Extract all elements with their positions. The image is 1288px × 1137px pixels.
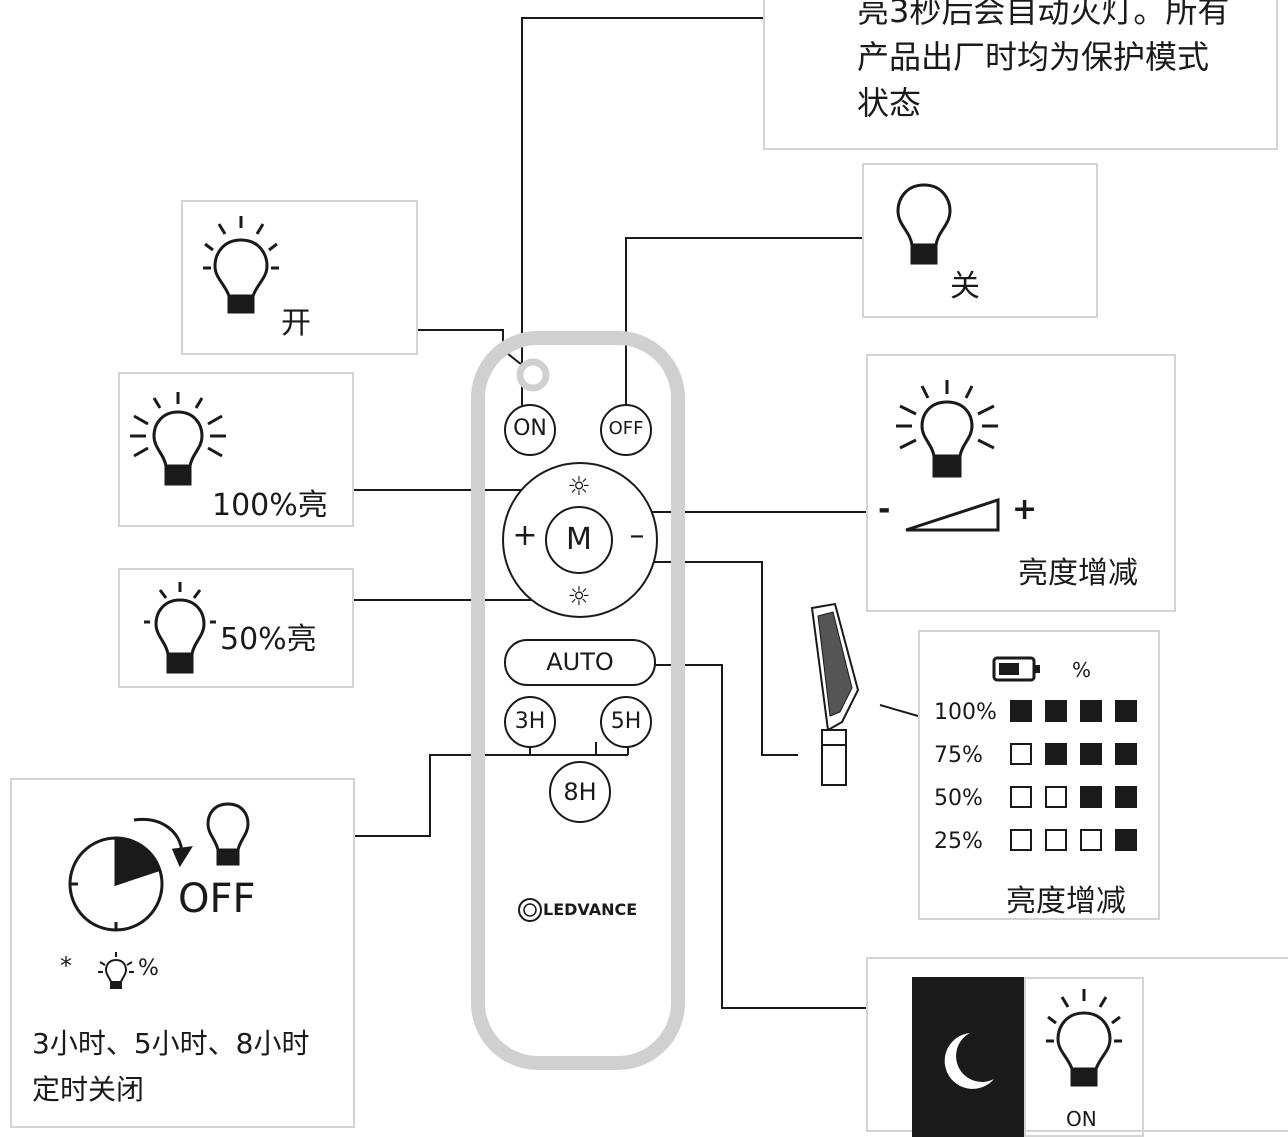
full-brightness-panel: 100%亮: [118, 372, 354, 527]
brightness-cell: [1080, 829, 1102, 851]
brightness-cell: [1115, 829, 1137, 851]
half-brightness-label: 50%亮: [220, 622, 317, 657]
street-lamp-icon: [810, 602, 860, 786]
bulb-on-icon: [203, 216, 279, 314]
brightness-cell: [1115, 700, 1137, 722]
brightness-up-button[interactable]: ☼: [567, 472, 591, 502]
brightness-row-label: 25%: [934, 829, 983, 854]
full-brightness-label: 100%亮: [212, 488, 328, 523]
brightness-cell: [1045, 743, 1067, 765]
brightness-cell: [1080, 743, 1102, 765]
auto-panel: ON: [866, 957, 1288, 1137]
small-bulb-icon: [98, 952, 134, 989]
off-panel: 关: [862, 163, 1098, 318]
night-block: [912, 977, 1024, 1137]
brightness-down-button[interactable]: ☼: [567, 582, 591, 612]
timer-8h-button[interactable]: 8H: [563, 778, 597, 806]
timer-3h-button[interactable]: 3H: [514, 709, 546, 734]
timer-3h-ring: [504, 696, 556, 748]
brightness-cell: [1045, 700, 1067, 722]
note-line-3: 状态: [857, 84, 922, 122]
timer-star: *: [60, 952, 72, 980]
bulb-bright-icon: [130, 392, 226, 486]
on-panel: 开: [181, 200, 418, 355]
brand-name: LEDVANCE: [543, 900, 638, 919]
dim-minus-label: -: [878, 492, 891, 527]
remote-hole: [516, 358, 550, 392]
dimming-panel: - + 亮度增减: [866, 354, 1176, 612]
brightness-cell: [1115, 743, 1137, 765]
brightness-cell: [1010, 786, 1032, 808]
day-block: ON: [1024, 977, 1144, 1137]
on-button[interactable]: ON: [513, 416, 547, 441]
brightness-cell: [1010, 829, 1032, 851]
brightness-cell: [1010, 743, 1032, 765]
dim-caption: 亮度增减: [1018, 556, 1138, 591]
timer-panel: OFF * % 3小时、5小时、8小时 定时关闭: [10, 778, 355, 1128]
brightness-table-caption: 亮度增减: [1006, 884, 1126, 919]
remote-body: [471, 331, 685, 1070]
mode-button-ring: [545, 506, 613, 574]
timer-5h-ring: [600, 696, 652, 748]
clock-off-icon: [68, 802, 250, 932]
brightness-cell: [1045, 786, 1067, 808]
timer-8h-ring: [549, 761, 611, 823]
brightness-cell: [1045, 829, 1067, 851]
brightness-row: 75%: [934, 741, 1154, 771]
brand-logo-icon: [518, 898, 542, 922]
off-button-ring: [600, 404, 652, 456]
brightness-table-panel: % 100% 75% 50% 25% 亮度增减: [918, 630, 1160, 920]
timer-line-2: 定时关闭: [32, 1073, 145, 1106]
on-panel-label: 开: [281, 306, 311, 341]
brightness-row-label: 100%: [934, 700, 997, 725]
brightness-cell: [1115, 786, 1137, 808]
off-button[interactable]: OFF: [608, 418, 644, 439]
brightness-row: 25%: [934, 827, 1154, 857]
note-line-1: 亮3秒后会自动灭灯。所有: [857, 0, 1230, 30]
timer-line-1: 3小时、5小时、8小时: [32, 1027, 310, 1060]
timer-5h-button[interactable]: 5H: [610, 709, 642, 734]
brightness-row: 100%: [934, 698, 1154, 728]
brightness-cell: [1080, 700, 1102, 722]
minus-button[interactable]: –: [629, 518, 645, 553]
half-brightness-panel: 50%亮: [118, 568, 354, 688]
on-button-ring: [504, 404, 556, 456]
dim-plus-label: +: [1012, 492, 1038, 527]
mode-button[interactable]: M: [566, 522, 592, 557]
auto-on-label: ON: [1066, 1107, 1097, 1131]
moon-icon: [944, 1033, 994, 1089]
bulb-dim-icon: [896, 380, 998, 478]
auto-button[interactable]: AUTO: [546, 648, 614, 676]
plus-button[interactable]: +: [512, 518, 538, 553]
note-line-2: 产品出厂时均为保护模式: [857, 38, 1210, 76]
auto-button-ring: [504, 639, 656, 686]
battery-percent-label: %: [1072, 658, 1092, 682]
brightness-row-label: 75%: [934, 743, 983, 768]
line-on-panel: [416, 329, 523, 366]
dim-ramp-icon: [905, 497, 1000, 532]
bulb-auto-on-icon: [1046, 989, 1122, 1087]
brightness-row: 50%: [934, 784, 1154, 814]
timer-pct-label: %: [138, 956, 159, 981]
brightness-row-label: 50%: [934, 786, 983, 811]
off-panel-label: 关: [950, 269, 980, 304]
bulb-half-icon: [144, 582, 216, 674]
line-off-panel: [625, 237, 863, 415]
bulb-off-icon: [896, 183, 952, 265]
line-on-to-note: [521, 17, 763, 415]
battery-icon: [992, 656, 1040, 682]
brightness-cell: [1080, 786, 1102, 808]
note-panel: 亮3秒后会自动灭灯。所有 产品出厂时均为保护模式 状态: [763, 0, 1278, 150]
brightness-cell: [1010, 700, 1032, 722]
timer-off-label: OFF: [178, 876, 256, 922]
